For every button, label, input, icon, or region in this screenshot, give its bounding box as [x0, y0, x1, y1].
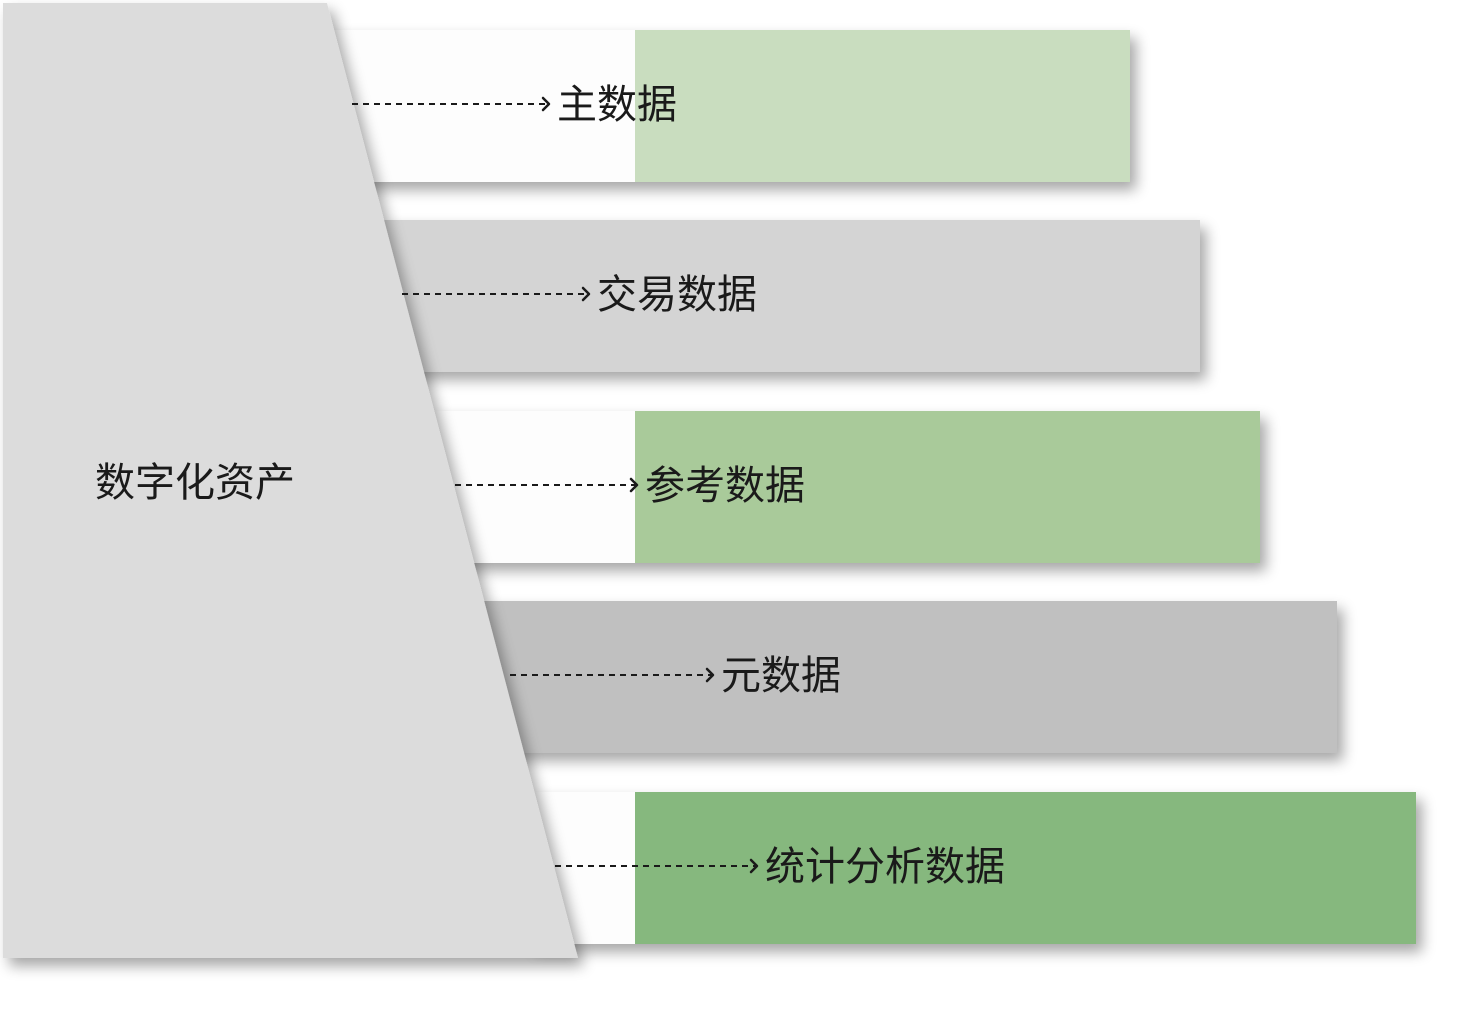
arrow-head-icon — [705, 667, 715, 683]
category-bar-color-segment — [380, 220, 1200, 372]
category-bar-color-segment — [635, 30, 1130, 182]
category-bar-4 — [480, 601, 1337, 753]
main-trapezoid-shape — [3, 3, 578, 958]
arrow-head-icon — [541, 96, 551, 112]
arrow-head-icon — [749, 858, 759, 874]
category-connector-5: 统计分析数据 — [555, 844, 1005, 890]
category-label-5: 统计分析数据 — [765, 844, 1005, 890]
category-bar-2 — [380, 220, 1200, 372]
category-label-2: 交易数据 — [597, 272, 757, 318]
category-bar-color-segment — [635, 792, 1416, 944]
category-bar-3 — [430, 411, 1260, 563]
category-bar-1 — [320, 30, 1130, 182]
category-bar-5 — [530, 792, 1416, 944]
category-bar-color-segment — [635, 411, 1260, 563]
category-bar-white-segment — [320, 30, 635, 182]
category-connector-2: 交易数据 — [402, 272, 757, 318]
arrow-head-icon — [581, 286, 591, 302]
category-label-4: 元数据 — [721, 653, 841, 699]
main-trapezoid — [3, 3, 578, 958]
category-label-1: 主数据 — [557, 82, 677, 128]
category-label-3: 参考数据 — [645, 463, 805, 509]
main-label: 数字化资产 — [95, 460, 295, 506]
main-trapezoid-group: 数字化资产 — [3, 3, 578, 958]
category-connector-4: 元数据 — [510, 653, 841, 699]
category-bars — [320, 30, 1416, 944]
category-connector-3: 参考数据 — [455, 463, 805, 509]
category-connector-1: 主数据 — [352, 82, 677, 128]
arrow-head-icon — [629, 477, 639, 493]
category-bar-color-segment — [480, 601, 1337, 753]
